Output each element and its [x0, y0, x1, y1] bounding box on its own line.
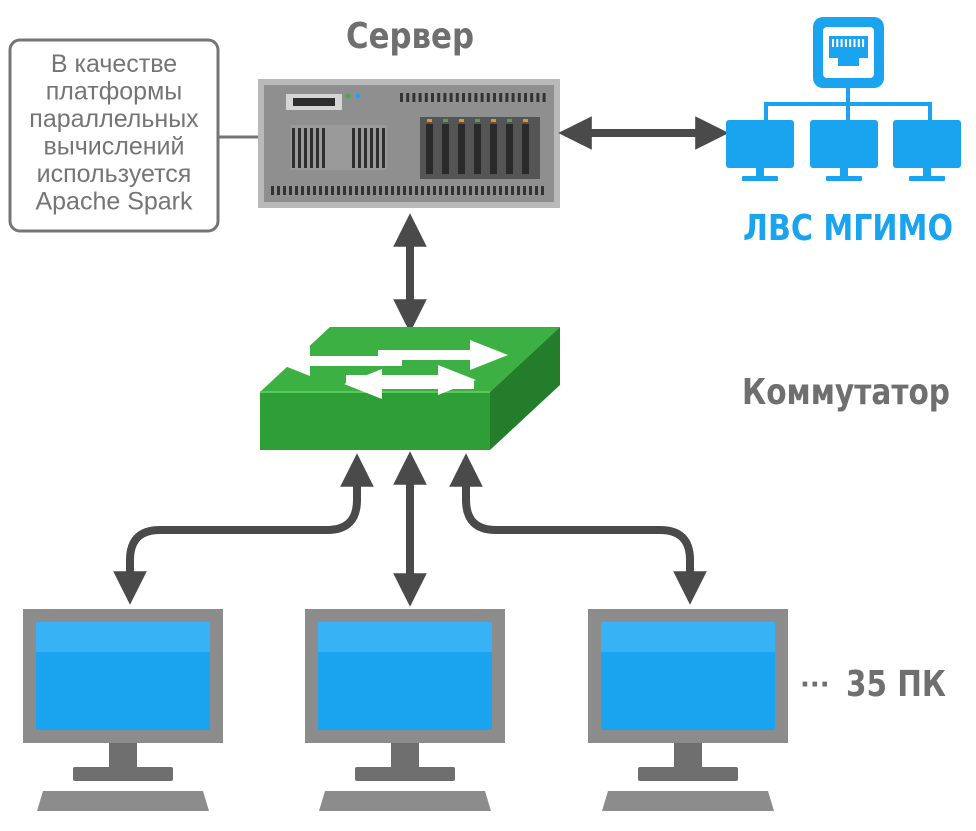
pc-ellipsis: ···: [800, 670, 830, 700]
switch-label: Коммутатор: [742, 372, 950, 413]
note-line: используется: [37, 160, 192, 188]
desktop-monitor-icon: [305, 609, 505, 811]
note-line: В качестве: [51, 50, 177, 78]
switch-pc3-link-arrow: [449, 453, 707, 605]
lan-network-icon: [726, 17, 961, 181]
note-line: платформы: [46, 78, 182, 106]
note-line: вычислений: [44, 133, 185, 161]
desktop-monitor-icon: [588, 609, 788, 811]
network-switch-icon: [260, 327, 560, 450]
pc-count-label: 35 ПК: [846, 664, 946, 705]
lan-label: ЛВС МГИМО: [743, 208, 953, 249]
note-line: параллельных: [29, 105, 199, 133]
rack-server-icon: [258, 79, 560, 208]
desktop-monitor-icon: [23, 609, 223, 811]
switch-pc1-link-arrow: [113, 453, 374, 605]
server-label: Сервер: [346, 16, 474, 57]
note-line: Apache Spark: [35, 188, 193, 216]
